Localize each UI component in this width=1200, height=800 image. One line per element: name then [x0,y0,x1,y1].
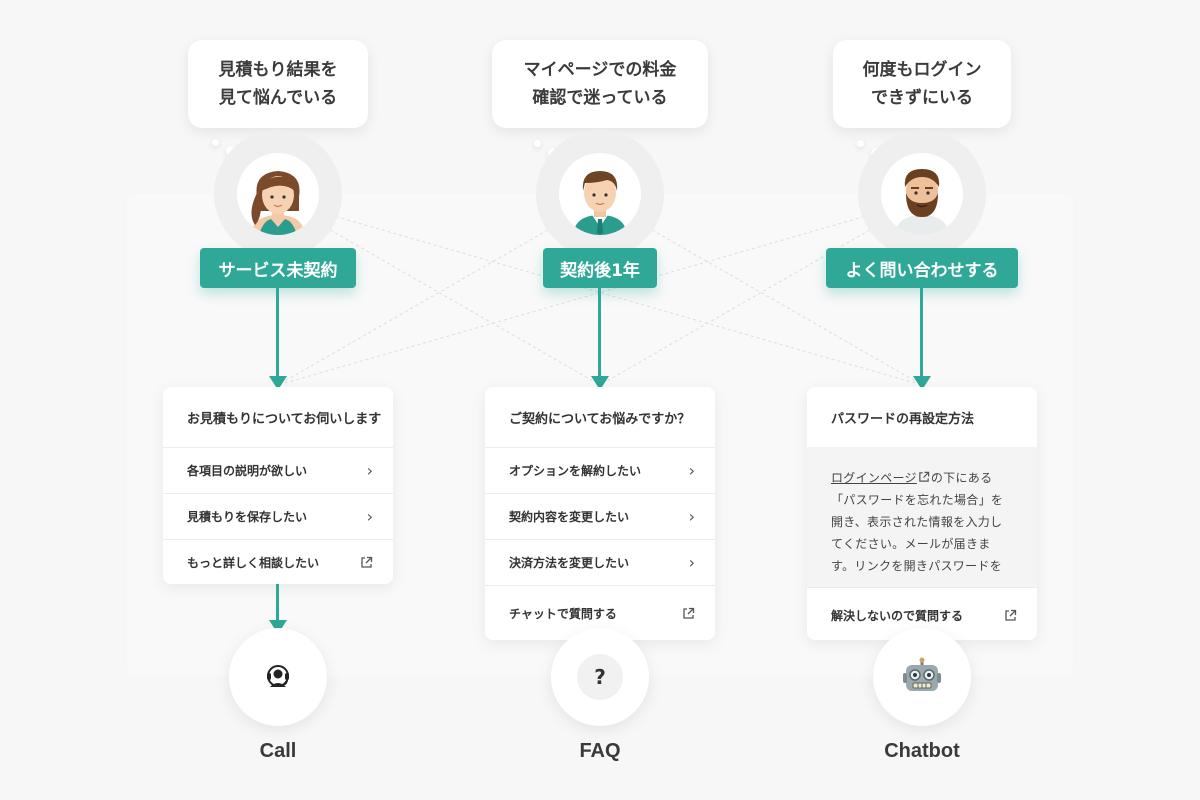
woman-avatar-icon [251,171,305,235]
robot-icon [903,657,941,691]
card-password: パスワードの再設定方法 ログインページの下にある「パスワードを忘れた場合」を開き… [807,387,1037,640]
password-instructions: ログインページの下にある「パスワードを忘れた場合」を開き、表示された情報を入力し… [807,447,1037,587]
menu-item-save-estimate[interactable]: 見積もりを保存したい › [163,493,393,539]
arrow-down-icon [913,376,931,390]
channel-label-faq: FAQ [579,740,621,762]
avatar-ring-2 [536,130,664,258]
thought-bubble-2: マイページでの料金 確認で迷っている [492,40,708,128]
channel-call[interactable] [229,628,327,726]
menu-item-ask-question[interactable]: 解決しないので質問する [807,587,1037,640]
chevron-right-icon: › [688,461,695,480]
question-mark-icon: ? [577,654,623,700]
card-estimate: お見積もりについてお伺いします 各項目の説明が欲しい › 見積もりを保存したい … [163,387,393,584]
arrow-down-icon [269,376,287,390]
menu-item-explain[interactable]: 各項目の説明が欲しい › [163,447,393,493]
thought-bubble-1: 見積もり結果を 見て悩んでいる [188,40,368,128]
menu-item-change-contract[interactable]: 契約内容を変更したい › [485,493,715,539]
flow-line [920,288,923,378]
flow-line [276,288,279,378]
avatar-ring-3 [858,130,986,258]
channel-chatbot[interactable] [873,628,971,726]
bearded-man-avatar-icon [895,169,949,235]
external-link-icon [919,471,930,482]
headset-icon [267,665,289,687]
instruction-text: の下にある「パスワードを忘れた場合」を開き、表示された情報を入力してください。メ… [831,471,1004,573]
channel-faq[interactable]: ? [551,628,649,726]
chevron-right-icon: › [366,507,373,526]
channel-label-chatbot: Chatbot [884,740,960,762]
external-link-icon [360,556,373,569]
avatar-woman [237,153,319,235]
thought-dot [212,139,219,146]
avatar-bearded-man [881,153,963,235]
external-link-icon [682,607,695,620]
menu-item-chat-question[interactable]: チャットで質問する [485,585,715,640]
chevron-right-icon: › [688,553,695,572]
card-contract: ご契約についてお悩みですか？ オプションを解約したい › 契約内容を変更したい … [485,387,715,640]
flow-line [276,584,279,622]
persona-tag-2: 契約後1年 [543,248,657,288]
flow-line [598,288,601,378]
login-page-link[interactable]: ログインページ [831,471,917,485]
menu-item-cancel-option[interactable]: オプションを解約したい › [485,447,715,493]
channel-label-call: Call [259,740,297,762]
persona-tag-3: よく問い合わせする [826,248,1018,288]
thought-dot [857,140,864,147]
menu-item-consult[interactable]: もっと詳しく相談したい [163,539,393,584]
card-title: ご契約についてお悩みですか？ [509,411,691,427]
thought-bubble-3: 何度もログイン できずにいる [833,40,1011,128]
chevron-right-icon: › [688,507,695,526]
chevron-right-icon: › [366,461,373,480]
external-link-icon [1004,609,1017,622]
menu-item-change-payment[interactable]: 決済方法を変更したい › [485,539,715,585]
persona-tag-1: サービス未契約 [200,248,356,288]
card-title: お見積もりについてお伺いします [187,411,382,427]
businessman-avatar-icon [573,171,627,235]
arrow-down-icon [591,376,609,390]
thought-dot [534,140,541,147]
avatar-ring-1 [214,130,342,258]
avatar-man-suit [559,153,641,235]
card-title: パスワードの再設定方法 [831,411,975,427]
